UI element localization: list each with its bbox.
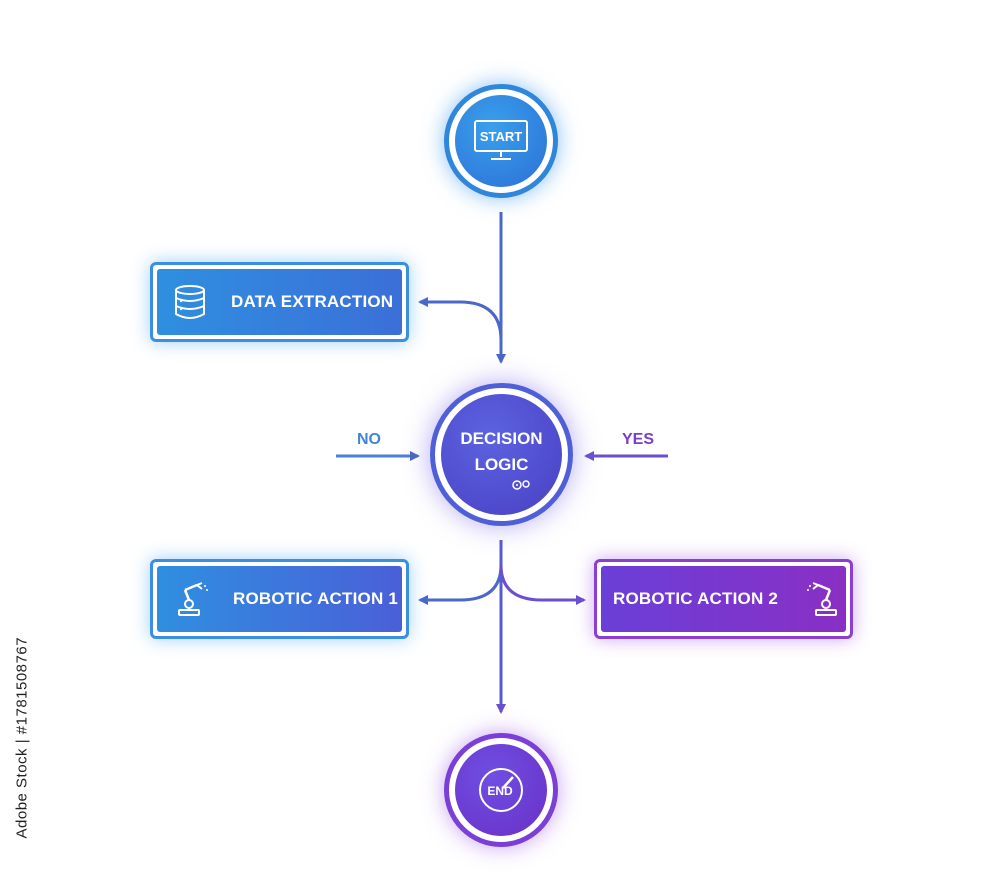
monitor-icon: START — [474, 120, 528, 160]
start-node: START — [444, 84, 558, 198]
connector-to-robotic-action-1 — [418, 564, 503, 605]
data-extraction-label: DATA EXTRACTION — [231, 292, 394, 311]
robotic-action-1-box: ROBOTIC ACTION 1 — [150, 559, 409, 639]
gauge-icon: END — [479, 768, 523, 812]
stock-id-text: Adobe Stock | #1781508767 — [13, 636, 31, 839]
yes-label: YES — [622, 431, 655, 448]
robotic-action-2-label: ROBOTIC ACTION 2 — [613, 589, 779, 608]
connector-to-data-extraction — [418, 297, 503, 341]
decision-label-line2: LOGIC — [474, 454, 529, 474]
decision-node: DECISION LOGIC — [430, 383, 573, 526]
decision-label-line1: DECISION — [460, 428, 543, 448]
data-extraction-box: DATA EXTRACTION — [150, 262, 409, 342]
connector-to-robotic-action-2 — [499, 564, 586, 605]
robot-arm-icon — [178, 582, 208, 616]
robot-arm-icon — [807, 582, 838, 616]
end-node: END — [444, 733, 558, 847]
stock-id-watermark: Adobe Stock | #1781508767 — [14, 619, 31, 839]
start-label: START — [480, 129, 522, 144]
robotic-action-1-label: ROBOTIC ACTION 1 — [233, 589, 399, 608]
no-label: NO — [357, 431, 381, 448]
robotic-action-2-box: ROBOTIC ACTION 2 — [594, 559, 853, 639]
end-label: END — [487, 784, 513, 798]
gears-icon — [512, 480, 530, 490]
database-icon — [175, 285, 205, 319]
